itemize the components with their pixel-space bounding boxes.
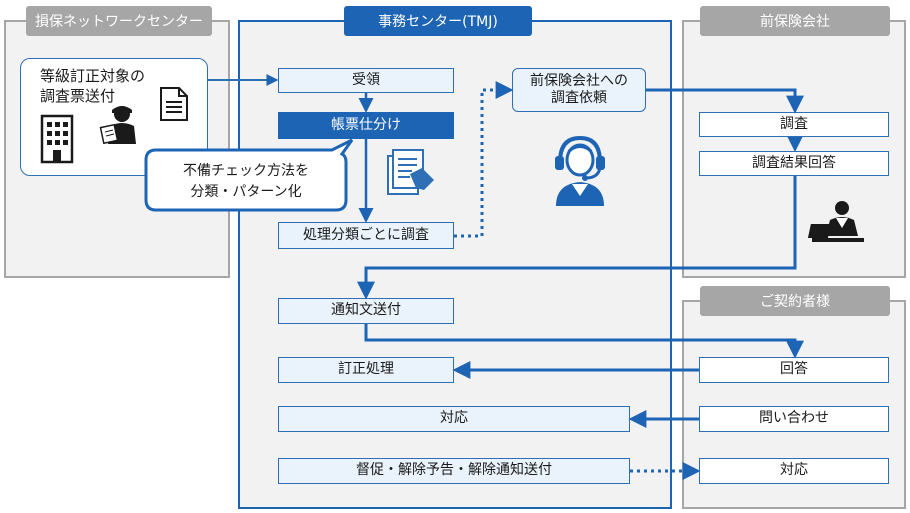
step-contractor-respond: 対応 [699, 458, 889, 484]
surveyor-icon [99, 106, 136, 145]
step-respond: 対応 [278, 406, 630, 432]
step-request-investigation: 前保険会社への 調査依頼 [512, 68, 646, 112]
step-investigate-by-type: 処理分類ごとに調査 [278, 222, 454, 249]
document-icon [160, 87, 188, 121]
step-investigate: 調査 [699, 112, 889, 137]
lane-label-previous-insurer: 前保険会社 [700, 6, 890, 36]
arrow-notice-to-reply [364, 324, 804, 359]
step-correction: 訂正処理 [278, 357, 454, 383]
step-request-line2: 調査依頼 [551, 90, 607, 106]
step-receive: 受領 [278, 68, 454, 93]
callout-line1: 不備チェック方法を [183, 163, 309, 179]
document-sorting-icon [387, 149, 434, 195]
step-answer-result: 調査結果回答 [699, 151, 889, 176]
step-inquiry: 問い合わせ [699, 406, 889, 432]
laptop-worker-icon [807, 201, 864, 242]
origin-text-line2: 調査票送付 [40, 87, 116, 105]
building-icon [40, 114, 74, 164]
lane-label-tmj: 事務センター(TMJ) [344, 6, 532, 36]
step-sort-forms: 帳票仕分け [278, 112, 454, 139]
arrow-answer-to-notice [357, 176, 797, 300]
headset-operator-icon [555, 135, 605, 206]
callout-line2: 分類・パターン化 [190, 184, 301, 200]
lane-label-contractor: ご契約者様 [700, 286, 890, 316]
callout-bubble: 不備チェック方法を 分類・パターン化 [144, 138, 354, 212]
lane-label-network-center: 損保ネットワークセンター [26, 6, 212, 36]
arrow-request-to-investigate [646, 88, 804, 114]
step-dunning: 督促・解除予告・解除通知送付 [278, 458, 630, 484]
origin-text-line1: 等級訂正対象の [40, 67, 146, 85]
arrow-investigate-to-request [454, 81, 514, 238]
origin-text: 等級訂正対象の 調査票送付 [40, 66, 180, 106]
step-request-line1: 前保険会社への [530, 72, 628, 89]
